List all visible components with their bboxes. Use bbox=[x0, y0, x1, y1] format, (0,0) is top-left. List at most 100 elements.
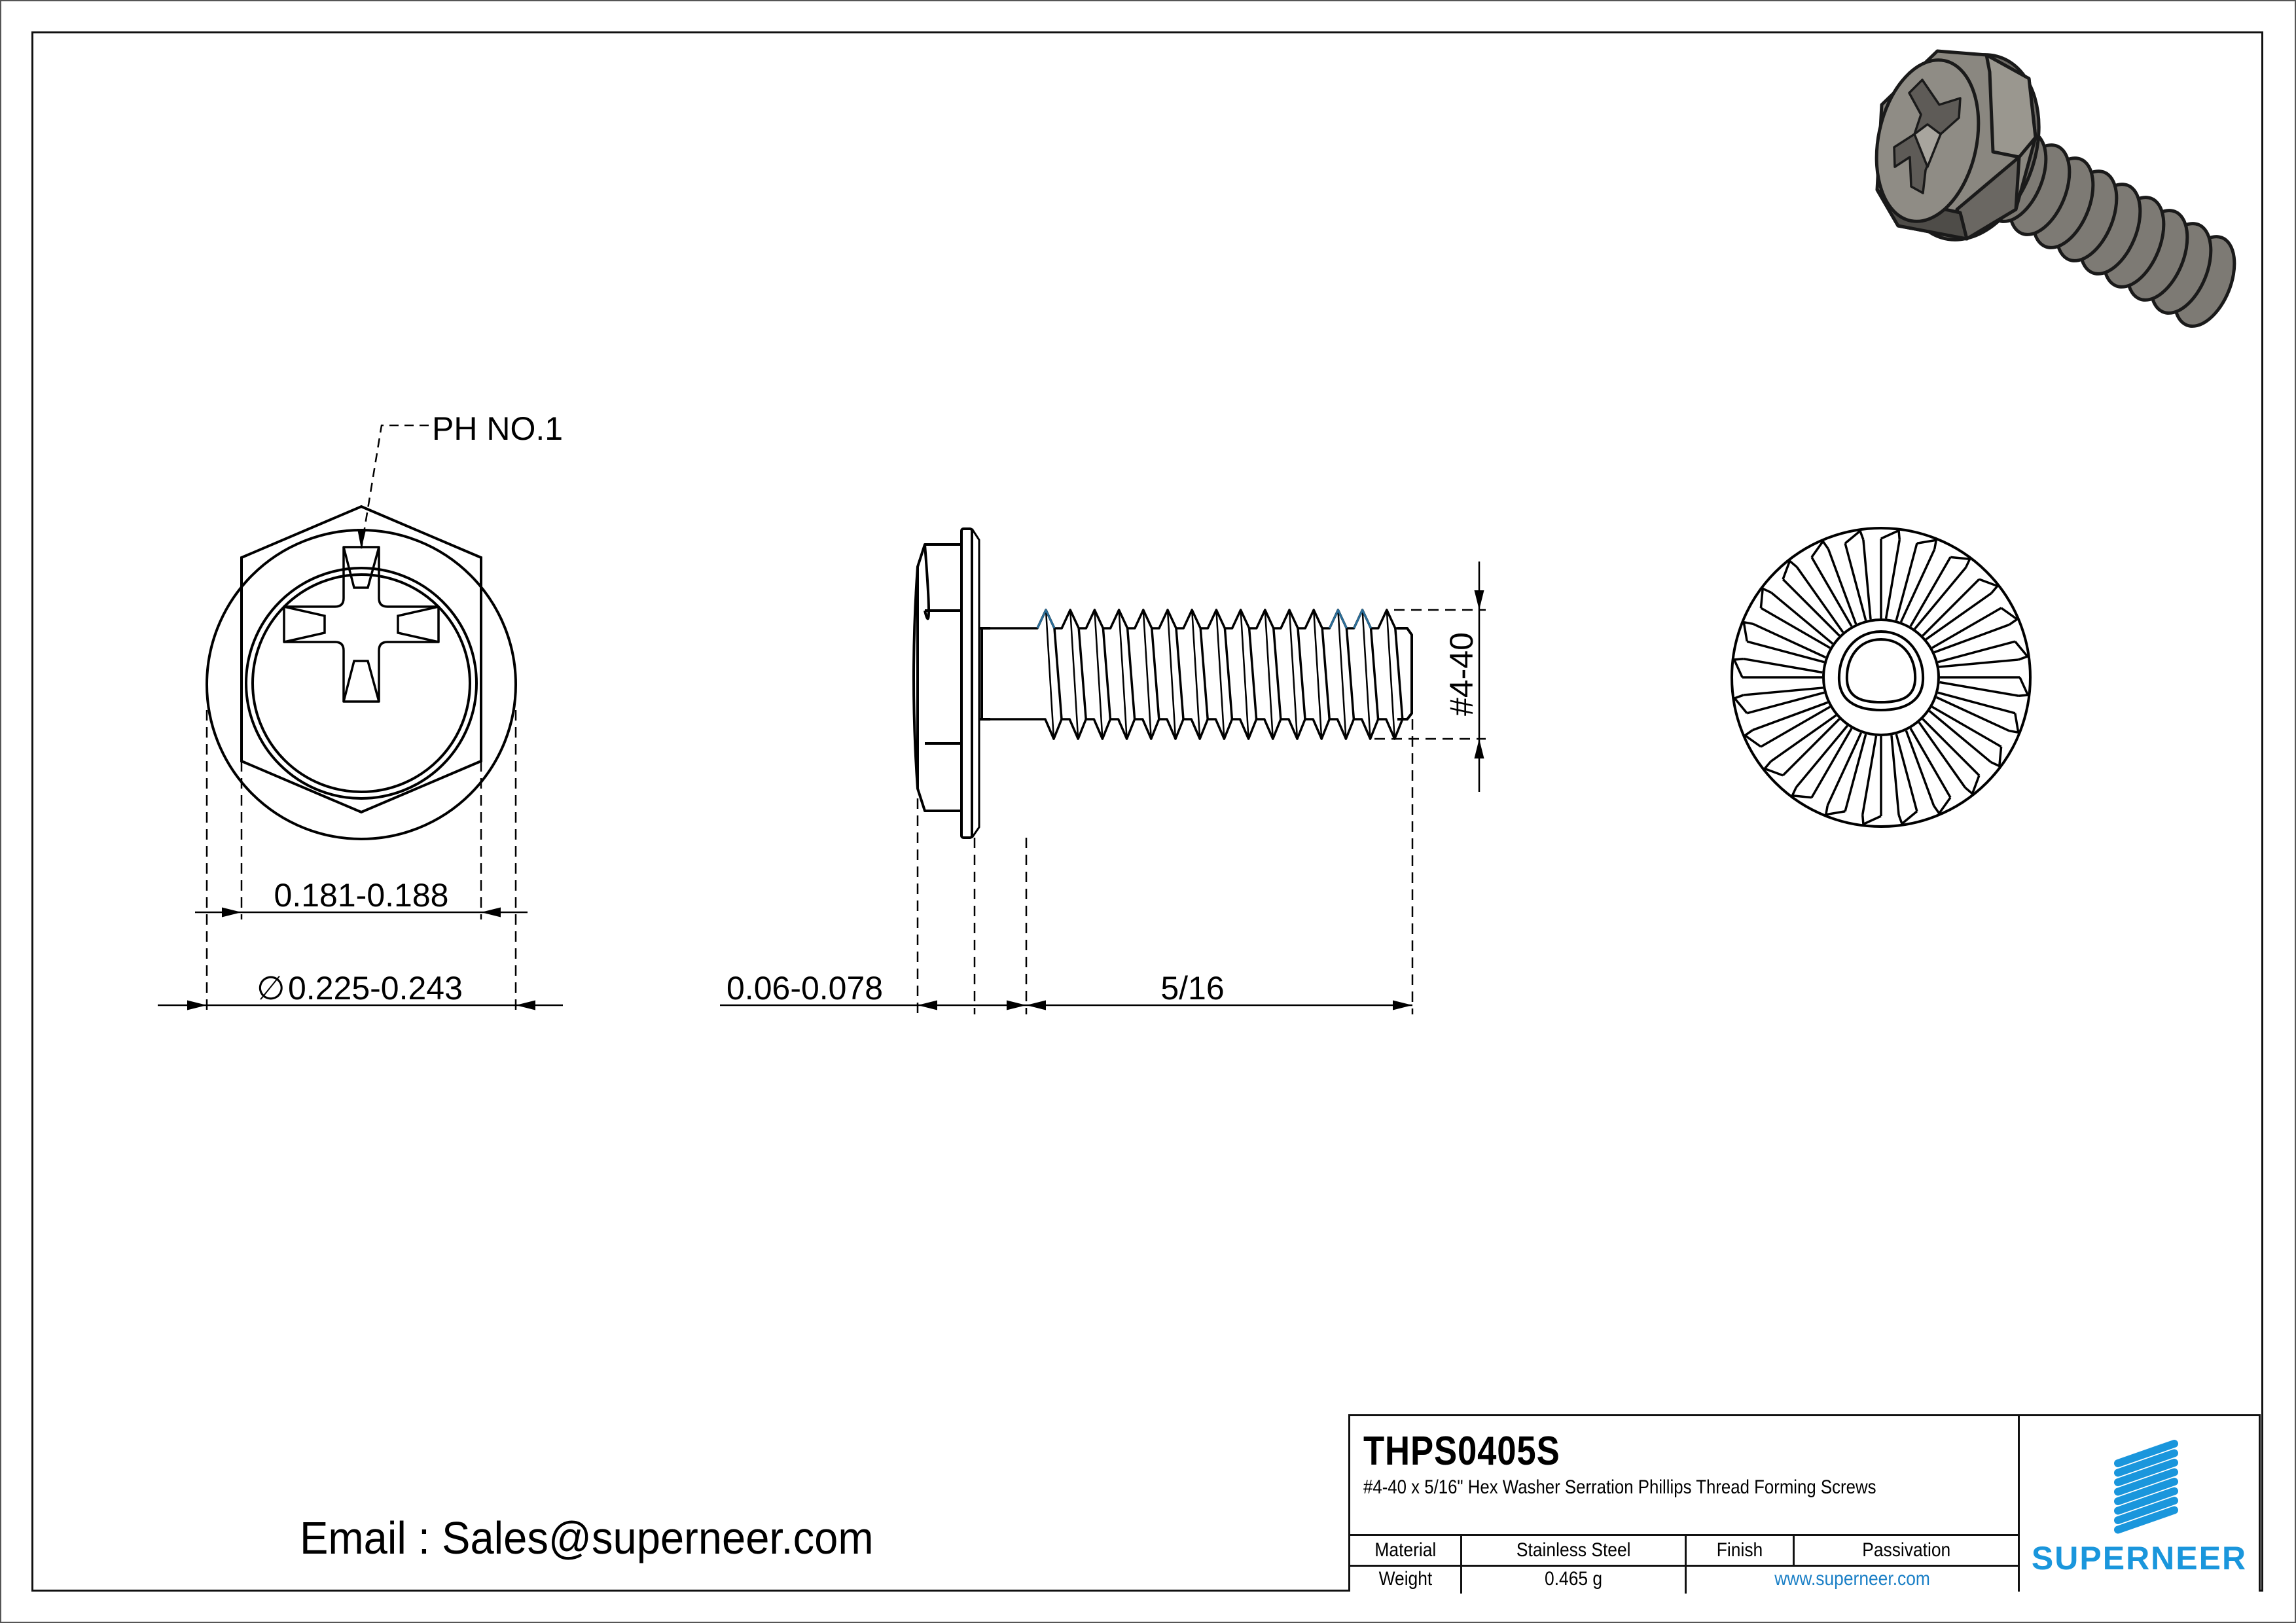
thread-flank bbox=[1363, 610, 1371, 739]
serration-tip bbox=[1826, 806, 1845, 815]
serration-edge bbox=[1747, 692, 1824, 713]
head-circle-outer bbox=[246, 568, 476, 798]
serration-tip bbox=[1734, 659, 1744, 677]
thread-flank bbox=[1094, 610, 1102, 739]
head-top-view bbox=[158, 425, 563, 1014]
bearing-ring bbox=[1823, 620, 1939, 735]
part-description: #4-40 x 5/16" Hex Washer Serration Phill… bbox=[1363, 1476, 1876, 1499]
weight-label: Weight bbox=[1350, 1565, 1460, 1594]
hex-outline bbox=[242, 507, 481, 812]
material-label: Material bbox=[1350, 1536, 1460, 1565]
thread-flank bbox=[1168, 610, 1175, 739]
serration-edge bbox=[1892, 736, 1899, 815]
serration-edge bbox=[1886, 540, 1900, 618]
serration-tip bbox=[1744, 622, 1753, 641]
thread-flank bbox=[1338, 610, 1346, 739]
serration-edge bbox=[1934, 624, 2009, 652]
serration-edge bbox=[1863, 736, 1876, 815]
thread-flank bbox=[1176, 628, 1183, 719]
thread-flank bbox=[1298, 628, 1305, 719]
phillips-recess-icon bbox=[284, 547, 439, 702]
serration-edge bbox=[1744, 659, 1822, 673]
drive-callout-label: PH NO.1 bbox=[432, 410, 563, 447]
underside-view bbox=[1732, 528, 2030, 827]
title-block-info: THPS0405S #4-40 x 5/16" Hex Washer Serra… bbox=[1350, 1416, 2020, 1592]
thread-flank bbox=[1314, 610, 1321, 739]
thread-flank bbox=[1322, 628, 1329, 719]
serration-tip bbox=[2018, 677, 2028, 696]
brand-logo: SUPERNEER bbox=[2020, 1416, 2259, 1592]
serration-tip bbox=[1863, 815, 1881, 824]
serration-edge bbox=[1863, 540, 1871, 620]
serration-tip bbox=[2009, 713, 2018, 732]
serration-tip bbox=[1991, 747, 2001, 766]
thread-flank bbox=[1143, 610, 1151, 739]
serration-edge bbox=[1906, 730, 1933, 806]
material-value: Stainless Steel bbox=[1462, 1536, 1685, 1565]
thread-flank bbox=[1216, 610, 1224, 739]
dim-head-height-label: 0.06-0.078 bbox=[726, 970, 883, 1007]
thread-flank bbox=[1371, 628, 1378, 719]
serration-tip bbox=[1917, 540, 1936, 549]
serration-tip bbox=[1792, 787, 1812, 798]
website-link[interactable]: www.superneer.com bbox=[1687, 1565, 2018, 1594]
thread-flank bbox=[1119, 610, 1127, 739]
serration-edge bbox=[1845, 543, 1866, 620]
brand-stripes-icon bbox=[2020, 1416, 2259, 1534]
thread-flank bbox=[1346, 628, 1354, 719]
serration-teeth bbox=[1734, 531, 2028, 825]
thread-flank bbox=[1054, 628, 1062, 719]
serration-edge bbox=[1896, 734, 1917, 812]
thread-flank bbox=[1070, 610, 1078, 739]
properties-table: Material Stainless Steel Finish Passivat… bbox=[1350, 1534, 2018, 1594]
thread-flank bbox=[1128, 628, 1135, 719]
finish-value: Passivation bbox=[1795, 1536, 2018, 1565]
serration-edge bbox=[1939, 660, 2019, 667]
dim-across-flats-label: 0.181-0.188 bbox=[274, 877, 449, 914]
thread-flank bbox=[1192, 610, 1200, 739]
thread-flank bbox=[1046, 610, 1054, 739]
title-block: THPS0405S #4-40 x 5/16" Hex Washer Serra… bbox=[1348, 1414, 2261, 1592]
dim-washer-diameter-label: 0.225-0.243 bbox=[288, 970, 463, 1007]
serration-tip bbox=[1950, 557, 1970, 567]
dim-thread-size-label: #4-40 bbox=[1443, 632, 1480, 716]
finish-label: Finish bbox=[1687, 1536, 1793, 1565]
serration-edge bbox=[1938, 641, 2015, 662]
properties-row-material: Material Stainless Steel Finish Passivat… bbox=[1350, 1536, 2018, 1567]
thread-flank bbox=[1249, 628, 1257, 719]
thread-flank bbox=[1289, 610, 1297, 739]
thread-flank bbox=[1225, 628, 1232, 719]
thread-flank bbox=[1265, 610, 1273, 739]
brand-wordmark: SUPERNEER bbox=[2020, 1539, 2259, 1577]
thread-crests-bottom bbox=[982, 719, 1403, 739]
thread-flank bbox=[1387, 610, 1395, 739]
properties-row-weight: Weight 0.465 g www.superneer.com bbox=[1350, 1565, 2018, 1594]
thread-flank bbox=[1274, 628, 1281, 719]
thread-flank bbox=[1395, 628, 1403, 719]
washer-flange-side bbox=[961, 529, 972, 838]
thread-flank bbox=[1200, 628, 1208, 719]
dim-length-label: 5/16 bbox=[1160, 970, 1224, 1007]
trilobular-shank-outer bbox=[1839, 632, 1923, 710]
serration-tip bbox=[1761, 588, 1771, 608]
thread-flank bbox=[1241, 610, 1249, 739]
thread-flank bbox=[1079, 628, 1086, 719]
serration-edge bbox=[1753, 702, 1828, 730]
thread-flank bbox=[1103, 628, 1110, 719]
weight-value: 0.465 g bbox=[1462, 1565, 1685, 1594]
serration-edge bbox=[1744, 688, 1823, 695]
serration-edge bbox=[1828, 549, 1856, 624]
contact-email[interactable]: Email : Sales@superneer.com bbox=[300, 1512, 874, 1564]
serration-edge bbox=[1940, 683, 2018, 696]
diameter-symbol-icon: ∅ bbox=[257, 970, 285, 1007]
part-number: THPS0405S bbox=[1363, 1428, 1560, 1474]
thread-profile bbox=[982, 610, 1403, 739]
isometric-3d-view bbox=[1863, 37, 2246, 335]
side-view bbox=[720, 529, 1486, 1014]
thread-flank bbox=[1152, 628, 1159, 719]
hex-head-side bbox=[918, 544, 961, 811]
trilobular-shank-inner bbox=[1847, 639, 1915, 702]
serration-tip bbox=[1881, 531, 1899, 540]
